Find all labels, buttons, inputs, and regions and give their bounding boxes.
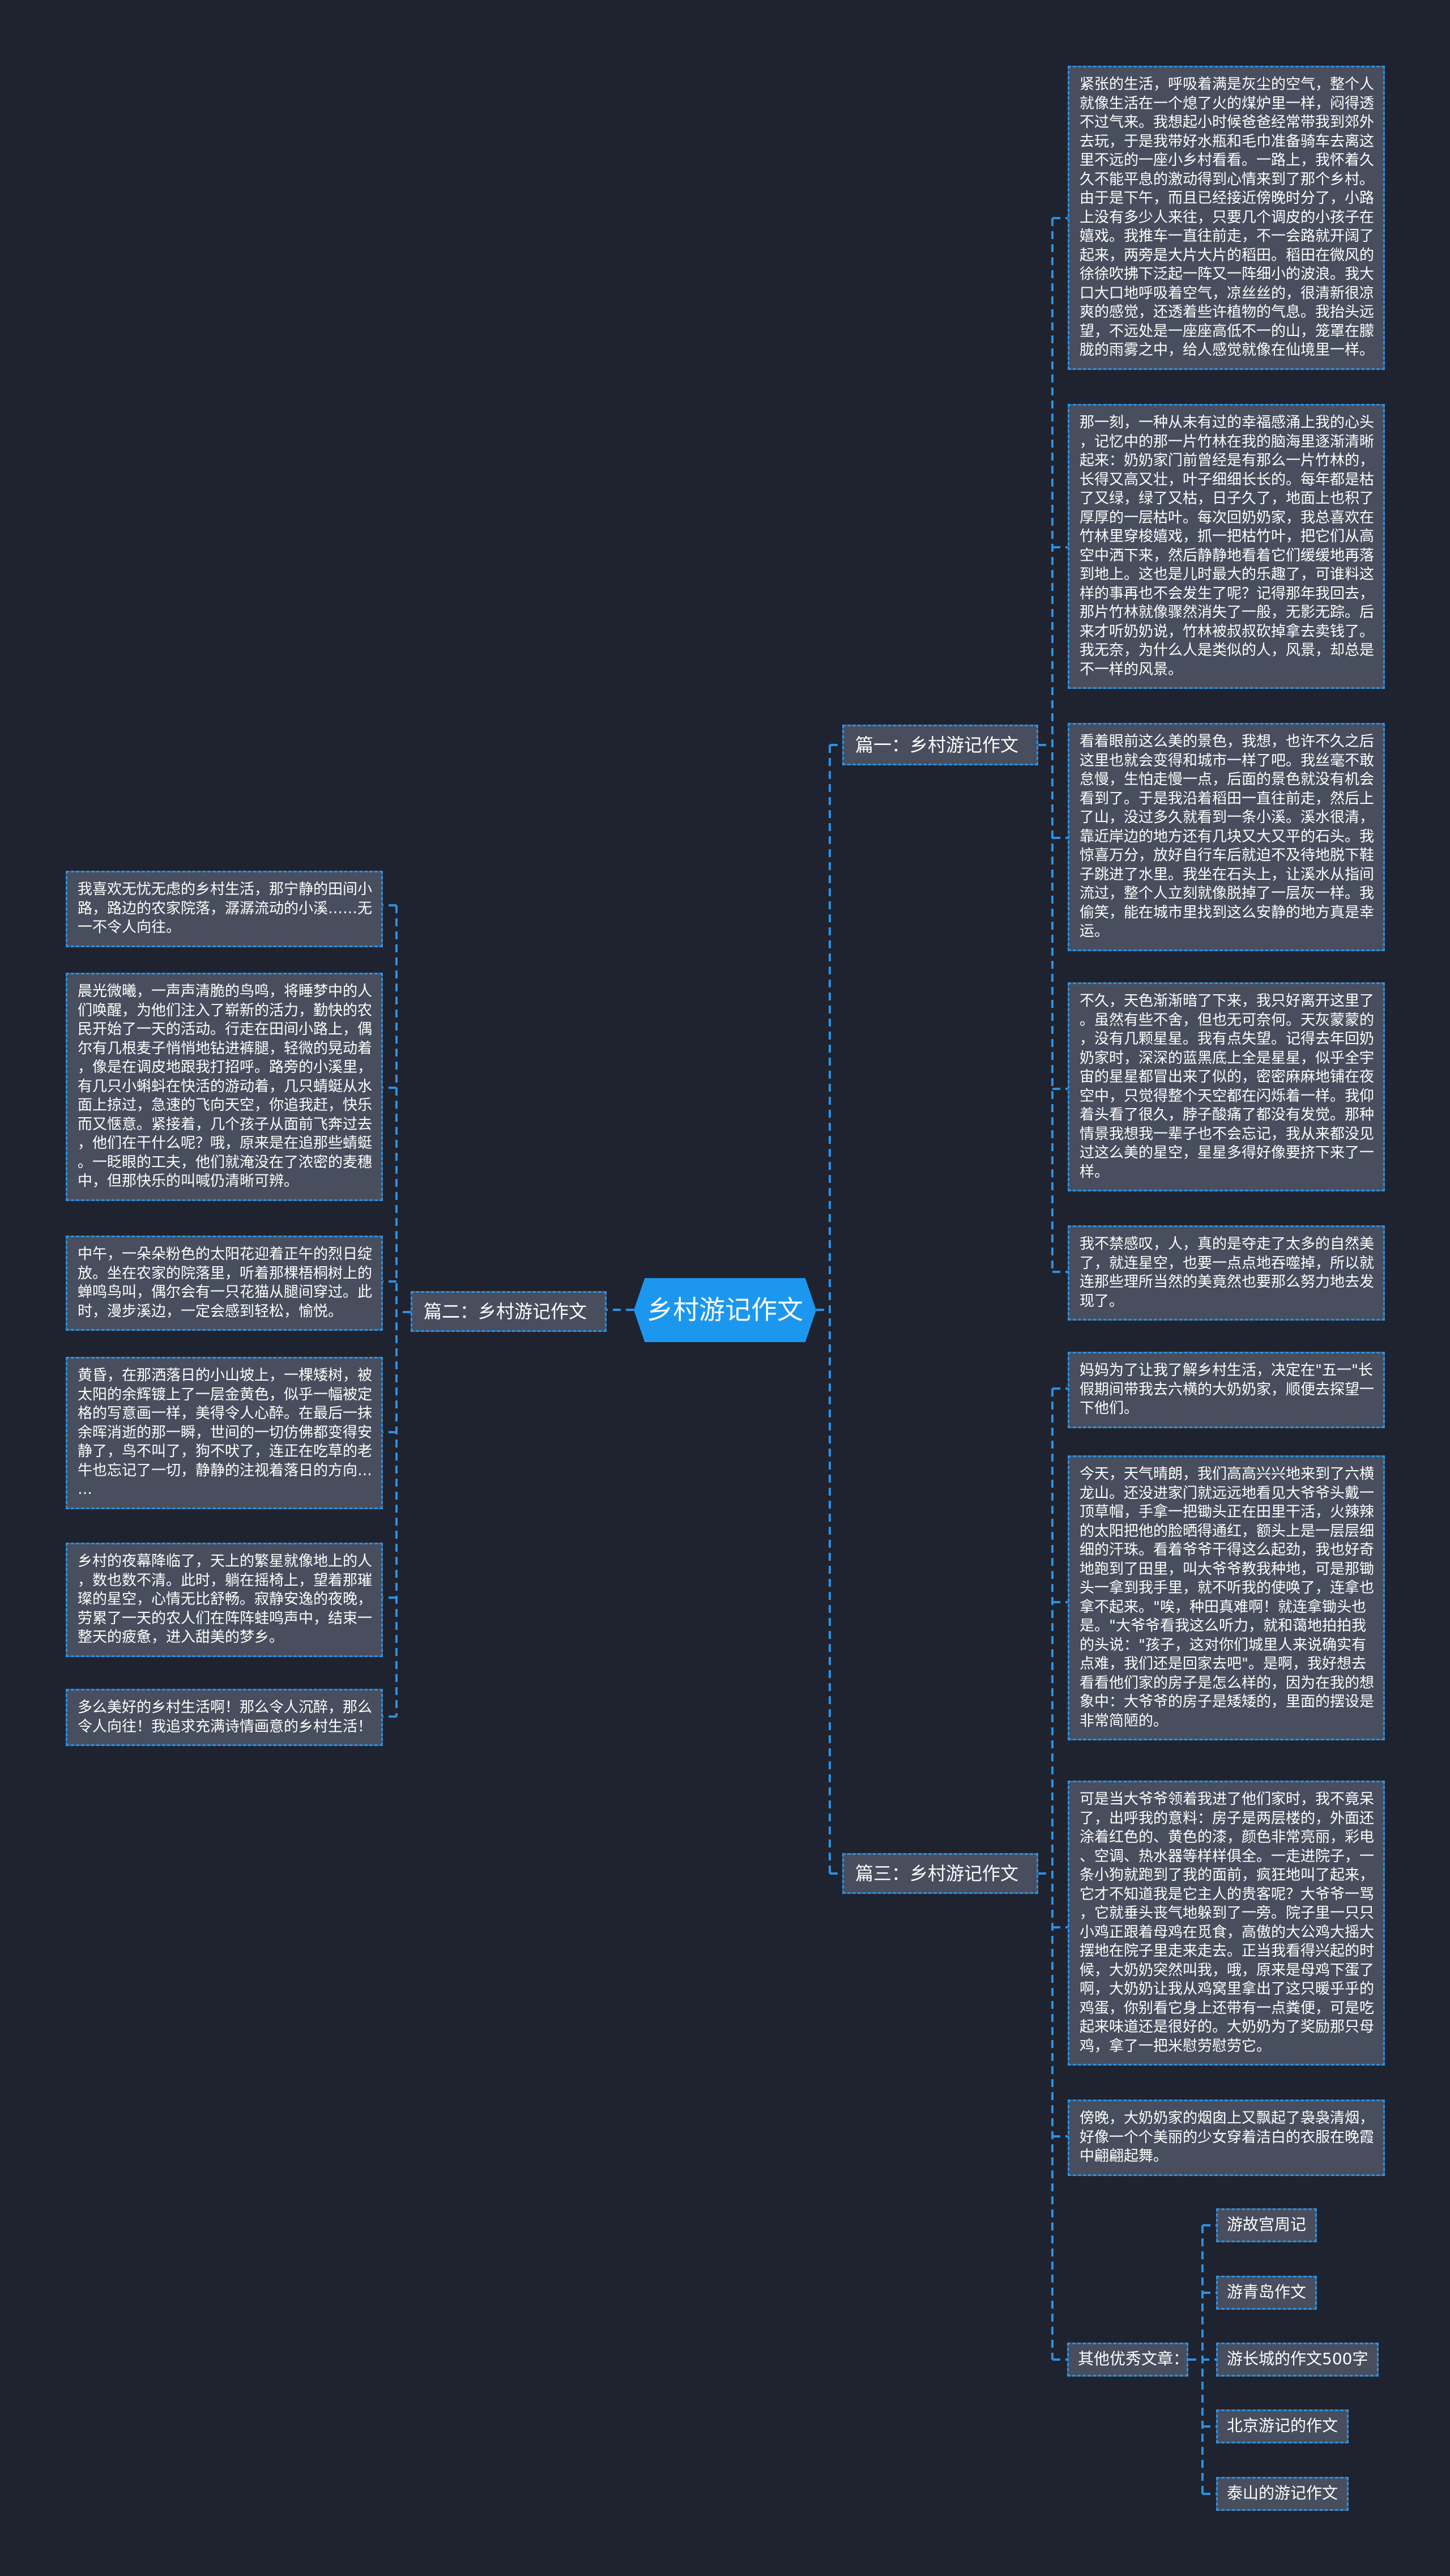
paragraph-text: 我不禁感叹，人，真的是夺走了太多的自然美了，就连星空，也要一点点地吞噬掉，所以就… bbox=[1080, 1236, 1375, 1310]
paragraph-text: 乡村的夜幕降临了，天上的繁星就像地上的人，数也数不清。此时，躺在摇椅上，望着那璀… bbox=[78, 1553, 373, 1646]
related-article-link[interactable]: 泰山的游记作文 bbox=[1216, 2477, 1349, 2511]
link-text: 泰山的游记作文 bbox=[1227, 2484, 1338, 2502]
paragraph-text: 晨光微曦，一声声清脆的鸟鸣，将睡梦中的人们唤醒，为他们注入了崭新的活力，勤快的农… bbox=[78, 983, 373, 1190]
paragraph-text: 黄昏，在那洒落日的小山坡上，一棵矮树，被太阳的余辉镀上了一层金黄色，似乎一幅被定… bbox=[78, 1367, 373, 1498]
branch-2-node[interactable]: 篇二：乡村游记作文 bbox=[411, 1291, 607, 1332]
paragraph-text: 傍晚，大奶奶家的烟囱上又飘起了袅袅清烟，好像一个个美丽的少女穿着洁白的衣服在晚霞… bbox=[1080, 2110, 1375, 2165]
branch-1-paragraph: 紧张的生活，呼吸着满是灰尘的空气，整个人就像生活在一个熄了火的煤炉里一样，闷得透… bbox=[1068, 66, 1385, 370]
link-text: 北京游记的作文 bbox=[1227, 2416, 1338, 2435]
paragraph-text: 我喜欢无忧无虑的乡村生活，那宁静的田间小路，路边的农家院落，潺潺流动的小溪……无… bbox=[78, 881, 373, 936]
branch-2-paragraph: 晨光微曦，一声声清脆的鸟鸣，将睡梦中的人们唤醒，为他们注入了崭新的活力，勤快的农… bbox=[66, 973, 383, 1201]
central-topic[interactable]: 乡村游记作文 bbox=[634, 1278, 816, 1342]
link-text: 游故宫周记 bbox=[1227, 2215, 1307, 2234]
paragraph-text: 中午，一朵朵粉色的太阳花迎着正午的烈日绽放。坐在农家的院落里，听着那棵梧桐树上的… bbox=[78, 1246, 373, 1320]
branch-1-paragraph: 那一刻，一种从未有过的幸福感涌上我的心头，记忆中的那一片竹林在我的脑海里逐渐清晰… bbox=[1068, 404, 1385, 689]
branch-2-paragraph: 我喜欢无忧无虑的乡村生活，那宁静的田间小路，路边的农家院落，潺潺流动的小溪……无… bbox=[66, 871, 383, 947]
central-topic-title: 乡村游记作文 bbox=[647, 1295, 803, 1325]
branch-1-node[interactable]: 篇一：乡村游记作文 bbox=[842, 725, 1038, 765]
branch-2-paragraph: 乡村的夜幕降临了，天上的繁星就像地上的人，数也数不清。此时，躺在摇椅上，望着那璀… bbox=[66, 1543, 383, 1657]
branch-1-paragraph: 我不禁感叹，人，真的是夺走了太多的自然美了，就连星空，也要一点点地吞噬掉，所以就… bbox=[1068, 1225, 1385, 1321]
branch-3-paragraph: 妈妈为了让我了解乡村生活，决定在"五一"长假期间带我去六横的大奶奶家，顺便去探望… bbox=[1068, 1352, 1385, 1428]
branch-1-label: 篇一：乡村游记作文 bbox=[855, 734, 1019, 756]
branch-1-paragraph: 不久，天色渐渐暗了下来，我只好离开这里了。虽然有些不舍，但也无可奈何。天灰蒙蒙的… bbox=[1068, 982, 1385, 1191]
paragraph-text: 那一刻，一种从未有过的幸福感涌上我的心头，记忆中的那一片竹林在我的脑海里逐渐清晰… bbox=[1080, 414, 1375, 678]
branch-3-label: 篇三：乡村游记作文 bbox=[855, 1863, 1019, 1884]
paragraph-text: 妈妈为了让我了解乡村生活，决定在"五一"长假期间带我去六横的大奶奶家，顺便去探望… bbox=[1080, 1362, 1375, 1417]
branch-2-label: 篇二：乡村游记作文 bbox=[424, 1301, 587, 1322]
paragraph-text: 不久，天色渐渐暗了下来，我只好离开这里了。虽然有些不舍，但也无可奈何。天灰蒙蒙的… bbox=[1080, 993, 1375, 1181]
branch-3-node[interactable]: 篇三：乡村游记作文 bbox=[842, 1853, 1038, 1894]
branch-2-paragraph: 黄昏，在那洒落日的小山坡上，一棵矮树，被太阳的余辉镀上了一层金黄色，似乎一幅被定… bbox=[66, 1357, 383, 1509]
branch-3-paragraph: 可是当大爷爷领着我进了他们家时，我不竟呆了，出呼我的意料：房子是两层楼的，外面还… bbox=[1068, 1781, 1385, 2066]
related-article-link[interactable]: 游故宫周记 bbox=[1216, 2208, 1317, 2242]
branch-2-paragraph: 多么美好的乡村生活啊！那么令人沉醉，那么令人向往！我追求充满诗情画意的乡村生活！ bbox=[66, 1689, 383, 1746]
branch-3-paragraph: 今天，天气晴朗，我们高高兴兴地来到了六横龙山。还没进家门就远远地看见大爷爷头戴一… bbox=[1068, 1455, 1385, 1740]
link-text: 游长城的作文500字 bbox=[1227, 2349, 1368, 2368]
paragraph-text: 紧张的生活，呼吸着满是灰尘的空气，整个人就像生活在一个熄了火的煤炉里一样，闷得透… bbox=[1080, 76, 1375, 359]
paragraph-text: 看着眼前这么美的景色，我想，也许不久之后这里也就会变得和城市一样了吧。我丝毫不敢… bbox=[1080, 733, 1375, 940]
branch-3-paragraph: 傍晚，大奶奶家的烟囱上又飘起了袅袅清烟，好像一个个美丽的少女穿着洁白的衣服在晚霞… bbox=[1068, 2100, 1385, 2176]
related-article-link[interactable]: 游青岛作文 bbox=[1216, 2276, 1317, 2310]
link-text: 游青岛作文 bbox=[1227, 2283, 1307, 2301]
branch-1-paragraph: 看着眼前这么美的景色，我想，也许不久之后这里也就会变得和城市一样了吧。我丝毫不敢… bbox=[1068, 723, 1385, 951]
other-articles-label: 其他优秀文章： bbox=[1078, 2349, 1189, 2368]
other-articles-node[interactable]: 其他优秀文章： bbox=[1067, 2343, 1189, 2377]
branch-2-paragraph: 中午，一朵朵粉色的太阳花迎着正午的烈日绽放。坐在农家的院落里，听着那棵梧桐树上的… bbox=[66, 1236, 383, 1331]
related-article-link[interactable]: 游长城的作文500字 bbox=[1216, 2343, 1379, 2377]
paragraph-text: 今天，天气晴朗，我们高高兴兴地来到了六横龙山。还没进家门就远远地看见大爷爷头戴一… bbox=[1080, 1466, 1375, 1730]
related-article-link[interactable]: 北京游记的作文 bbox=[1216, 2409, 1349, 2443]
paragraph-text: 可是当大爷爷领着我进了他们家时，我不竟呆了，出呼我的意料：房子是两层楼的，外面还… bbox=[1080, 1791, 1375, 2055]
paragraph-text: 多么美好的乡村生活啊！那么令人沉醉，那么令人向往！我追求充满诗情画意的乡村生活！ bbox=[78, 1699, 373, 1735]
